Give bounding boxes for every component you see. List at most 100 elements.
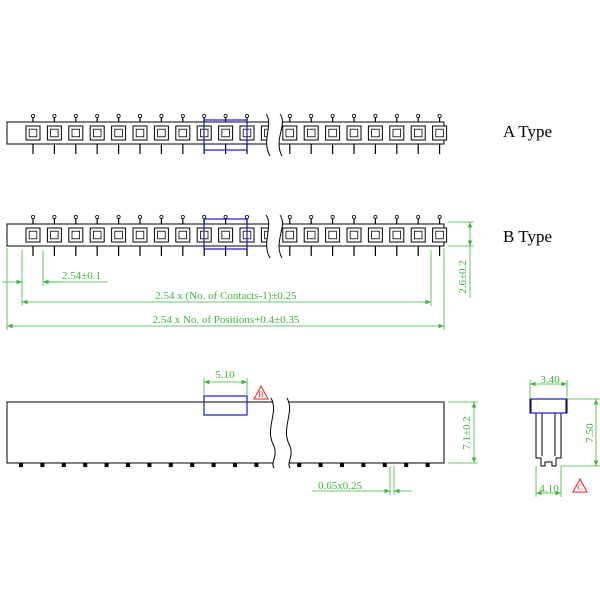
pin-tip-top <box>116 114 121 119</box>
front-pin <box>211 463 216 467</box>
contact-hole <box>413 128 423 138</box>
pin-tip-top <box>137 214 142 219</box>
marker-b-label: B <box>258 390 263 399</box>
contact-hole <box>178 128 187 138</box>
contact-hole <box>93 230 102 240</box>
contact-hole <box>221 230 230 240</box>
front-pin <box>19 463 23 467</box>
pin-tip-top <box>416 214 421 219</box>
contact-hole <box>114 128 123 138</box>
contact-hole <box>371 128 380 138</box>
contact-hole <box>157 128 166 138</box>
pin-tip-top <box>416 114 421 119</box>
front-pin <box>404 463 409 467</box>
pin-tip-top <box>394 214 399 219</box>
contact-hole <box>135 128 145 138</box>
contact-hole <box>285 230 294 240</box>
pin-tip-top <box>73 214 78 219</box>
front-pin <box>233 463 237 467</box>
pin-tip-top <box>116 214 121 219</box>
front-pin <box>168 463 173 467</box>
front-view-pins <box>19 463 430 467</box>
contact-hole <box>392 230 401 240</box>
front-pin <box>147 463 152 467</box>
contact-hole <box>306 128 316 138</box>
contact-hole <box>71 128 80 138</box>
marker-c-label: C <box>577 483 582 492</box>
pin-tip-top <box>52 114 57 119</box>
contact-hole <box>392 128 401 138</box>
contact-hole <box>349 230 359 240</box>
front-pin <box>318 463 323 467</box>
pin-tip-top <box>373 114 378 119</box>
front-pin <box>297 463 302 467</box>
contact-hole <box>93 128 102 138</box>
break-line-left <box>265 214 271 259</box>
pin-tip-top <box>244 114 249 119</box>
pin-tip-top <box>351 214 356 219</box>
pin-tip-top <box>30 114 35 119</box>
pin-tip-top <box>95 114 100 119</box>
b-type-label: B Type <box>503 227 552 246</box>
front-pin <box>190 463 195 467</box>
contact-hole <box>50 128 59 138</box>
a-type-top-view <box>6 113 448 157</box>
pin-tip-top <box>180 214 185 219</box>
break-gap <box>266 215 283 258</box>
pair-highlight <box>203 119 248 151</box>
window-width-dimension: 5.10 <box>215 369 235 381</box>
contact-hole <box>28 128 38 138</box>
contact-hole <box>285 128 294 138</box>
contact-hole <box>371 230 380 240</box>
contact-hole <box>435 128 444 138</box>
side-view-dimensions <box>529 380 600 497</box>
pin-tip-top <box>180 114 185 119</box>
front-pin <box>425 463 430 467</box>
a-type-label: A Type <box>503 122 552 141</box>
contacts-span-dimension: 2.54 x (No. of Contacts-1)±0.25 <box>155 290 297 302</box>
contact-hole <box>349 128 359 138</box>
pin-tip-top <box>309 114 314 119</box>
front-pin <box>104 463 109 467</box>
marker-b-triangle: B <box>253 384 269 400</box>
pin-tip-top <box>437 114 442 119</box>
b-type-top-view <box>6 214 448 259</box>
contact-hole <box>114 230 123 240</box>
window-highlight <box>203 395 248 416</box>
contact-hole <box>178 230 187 240</box>
side-view <box>529 398 568 467</box>
pin-tip-top <box>244 214 249 219</box>
contact-hole <box>221 128 230 138</box>
front-pin <box>382 463 387 467</box>
side-window-highlight <box>530 398 567 414</box>
contact-hole <box>50 230 59 240</box>
contact-hole <box>413 230 423 240</box>
contact-hole <box>157 230 166 240</box>
pin-tip-top <box>159 214 164 219</box>
contact-hole <box>328 128 337 138</box>
pin-tip-top <box>202 214 207 219</box>
break-line-left <box>265 113 271 157</box>
contact-hole <box>28 230 38 240</box>
front-pin <box>61 463 66 467</box>
front-view-dimensions <box>203 378 478 495</box>
pin-tip-top <box>351 114 356 119</box>
pair-highlight <box>203 218 248 250</box>
pin-tip-top <box>73 114 78 119</box>
pin-tip-top <box>394 114 399 119</box>
pin-tip-top <box>223 114 228 119</box>
front-pin <box>340 463 344 467</box>
pin-tip-top <box>437 214 442 219</box>
b-type-dimensions <box>2 221 474 330</box>
pin-tip-top <box>159 114 164 119</box>
break-line-right <box>278 214 283 259</box>
side-top-width-dimension: 3.40 <box>540 374 560 386</box>
pitch-dimension: 2.54±0.1 <box>62 270 101 282</box>
contact-hole <box>306 230 316 240</box>
marker-c-triangle: C <box>572 477 588 493</box>
front-pin <box>126 463 130 467</box>
pin-tip-top <box>202 114 207 119</box>
pin-tip-top <box>95 214 100 219</box>
pin-tip-top <box>287 214 292 219</box>
